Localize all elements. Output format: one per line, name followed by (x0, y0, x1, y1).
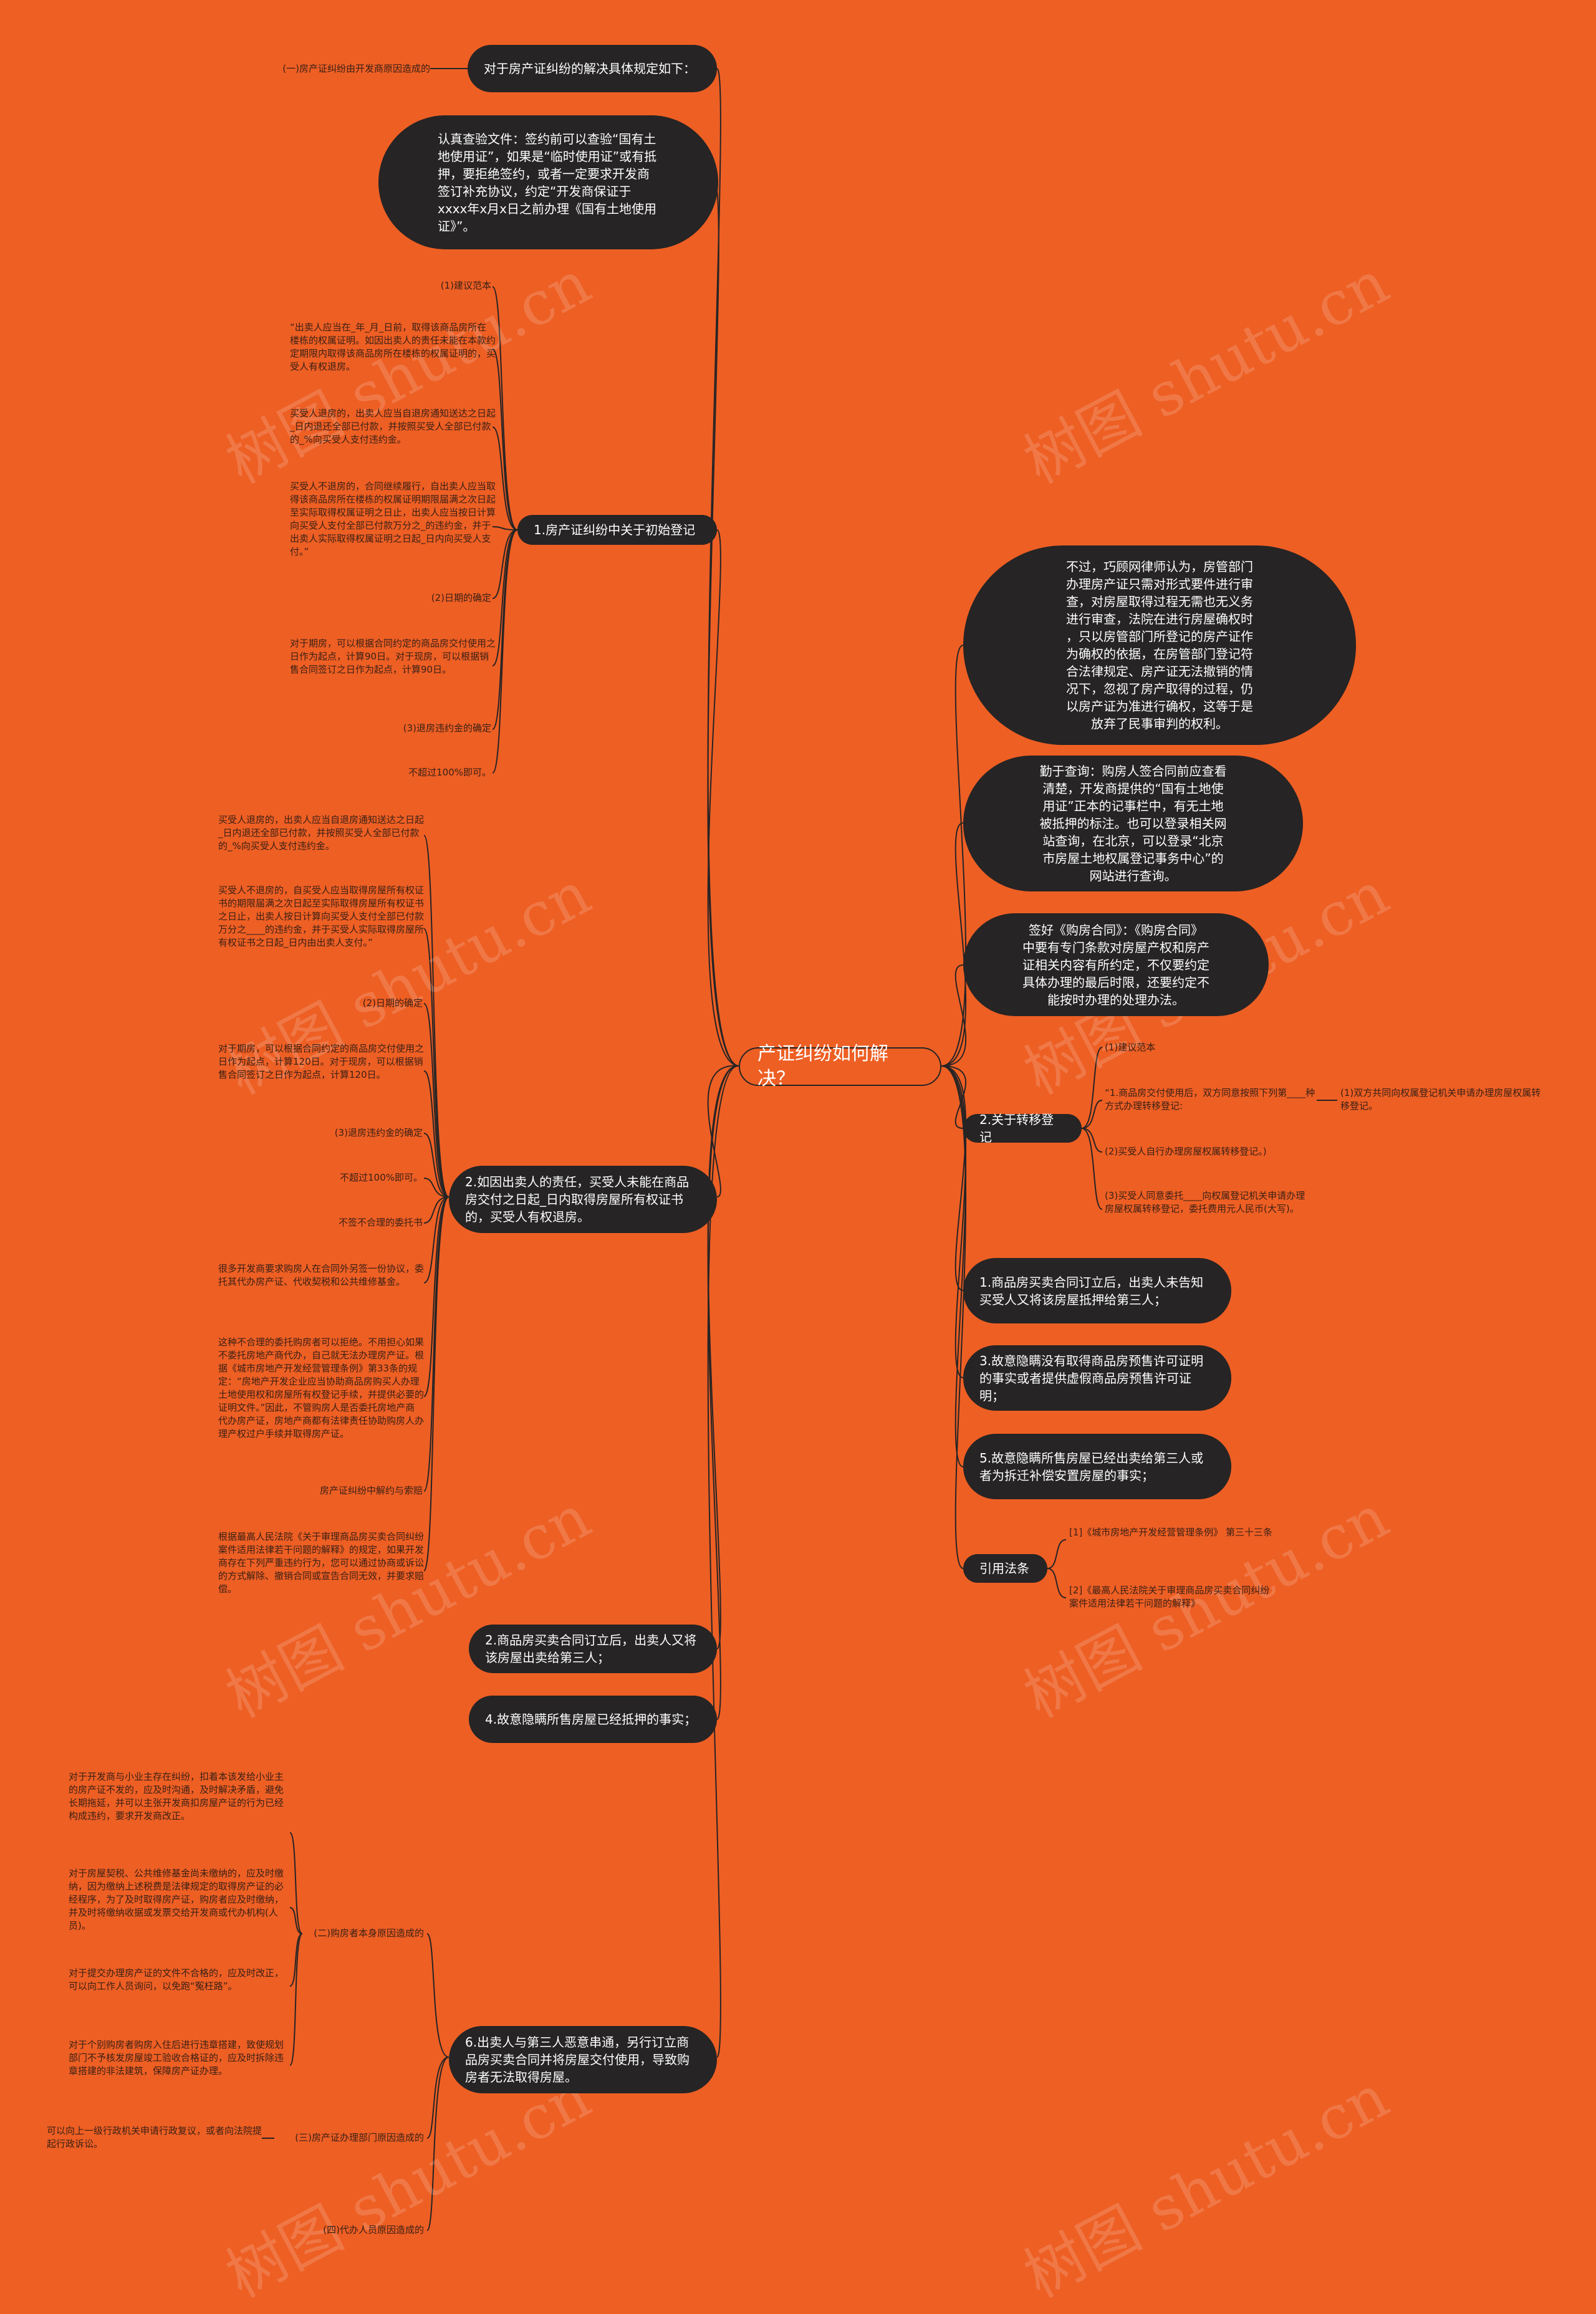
leaf-4-6: 不超过100%即可。 (340, 1172, 423, 1183)
inquiry-line-7: 网站进行查询。 (1089, 868, 1177, 883)
contract-line-4: 具体办理的最后时限，还要约定不 (1022, 974, 1209, 990)
inquiry-line-2: 清楚，开发商提供的“国有土地使 (1042, 781, 1224, 796)
leaf-4-2: 买受人不退房的，自买受人应当取得房屋所有权证书的期限届满之次日起至实际取得房屋所… (218, 885, 425, 948)
leaf-3-3: 买受人退房的，出卖人应当自退房通知送达之日起_日内退还全部已付款，并按照买受人全… (290, 408, 496, 445)
leaf-4-9: 这种不合理的委托购房者可以拒绝。不用担心如果不委托房地产商代办，自己就无法办理房… (218, 1337, 425, 1439)
branch-mortgaged-to-third-party[interactable]: 1.商品房买卖合同订立后，出卖人未告知买受人又将该房屋抵押给第三人； (963, 1258, 1231, 1323)
branch-regulations[interactable]: 对于房产证纠纷的解决具体规定如下： (468, 45, 717, 92)
leaf-7-4: 对于个别购房者购房入住后进行违章搭建，致使规划部门不予核发房屋竣工验收合格证的，… (69, 2039, 284, 2076)
branch-concealed-mortgage[interactable]: 4.故意隐瞒所售房屋已经抵押的事实； (469, 1696, 717, 1743)
leaf-r4-2: “1.商品房交付使用后，双方同意按照下列第____种方式办理转移登记: (1105, 1087, 1315, 1111)
branch-concealed-resale[interactable]: 5.故意隐瞒所售房屋已经出卖给第三人或者为拆迁补偿安置房屋的事实； (963, 1434, 1231, 1499)
branch-purchase-contract[interactable]: 签好《购房合同》：《购房合同》 中要有专门条款对房屋产权和房产 证相关内容有所约… (963, 913, 1269, 1016)
inquiry-line-6: 市房屋土地权属登记事务中心”的 (1042, 851, 1224, 866)
branch-sold-to-third-party[interactable]: 2.商品房买卖合同订立后，出卖人又将该房屋出卖给第三人； (469, 1625, 717, 1673)
lawyer-line-10: 放弃了民事审判的权利。 (1091, 716, 1228, 731)
branch-cited-laws[interactable]: 引用法条 (963, 1554, 1047, 1583)
leaf-law-2: [2]《最高人民法院关于审理商品房买卖合同纠纷案件适用法律若干问题的解释》 (1069, 1585, 1270, 1609)
leaf-3-2: “出卖人应当在_年_月_日前，取得该商品房所在楼栋的权属证明。如因出卖人的责任未… (290, 322, 496, 372)
root-topic[interactable]: 产证纠纷如何解决？ (739, 1043, 941, 1090)
leaf-developer-cause: (一)房产证纠纷由开发商原因造成的 (282, 63, 430, 74)
leaf-4-1: 买受人退房的，出卖人应当自退房通知送达之日起_日内退还全部已付款，并按照买受人全… (218, 814, 425, 852)
lawyer-line-5: ，只以房管部门所登记的房产证作 (1066, 629, 1253, 644)
leaf-r4-3: (1)双方共同向权属登记机关申请办理房屋权属转移登记。 (1340, 1087, 1541, 1111)
leaf-4-10: 房产证纠纷中解约与索赔 (319, 1485, 423, 1496)
leaf-7-2: 对于房屋契税、公共维修基金尚未缴纳的，应及时缴纳，因为缴纳上述税费是法律规定的取… (69, 1868, 284, 1931)
lawyer-line-1: 不过，巧顾网律师认为，房管部门 (1066, 559, 1253, 574)
contract-line-3: 证相关内容有所约定，不仅要约定 (1022, 957, 1209, 972)
mid-agent-cause: (四)代办人员原因造成的 (323, 2224, 424, 2235)
branch-check-documents[interactable]: 认真查验文件：签约前可以查验“国有土地使用证”，如果是“临时使用证”或有抵押，要… (378, 115, 718, 249)
leaf-r4-5: (3)买受人同意委托____向权属登记机关申请办理房屋权属转移登记，委托费用元人… (1105, 1190, 1305, 1214)
leaf-r4-1: (1)建议范本 (1105, 1042, 1156, 1053)
lawyer-line-4: 进行审查，法院在进行房屋确权时 (1066, 612, 1253, 627)
lawyer-line-7: 合法律规定、房产证无法撤销的情 (1066, 664, 1253, 679)
leaf-3-5: (2)日期的确定 (431, 592, 491, 603)
leaf-4-8: 很多开发商要求购房人在合同外另签一份协议，委托其代办房产证、代收契税和公共维修基… (218, 1263, 425, 1287)
mid-office-cause: (三)房产证办理部门原因造成的 (295, 2132, 424, 2143)
inquiry-line-4: 被抵押的标注。也可以登录相关网 (1039, 816, 1227, 831)
contract-line-1: 签好《购房合同》：《购房合同》 (1029, 922, 1203, 938)
inquiry-line-5: 站查询，在北京，可以登录“北京 (1042, 833, 1224, 848)
contract-line-5: 能按时办理的处理办法。 (1047, 992, 1185, 1007)
contract-line-2: 中要有专门条款对房屋产权和房产 (1022, 939, 1209, 955)
lawyer-line-2: 办理房产证只需对形式要件进行审 (1066, 577, 1253, 592)
leaf-4-7: 不签不合理的委托书 (338, 1217, 423, 1228)
mid-buyer-cause: (二)购房者本身原因造成的 (314, 1928, 424, 1939)
connector-lines (262, 68, 1337, 2231)
leaf-3-7: (3)退房违约金的确定 (403, 723, 491, 734)
inquiry-line-1: 勤于查询：购房人签合同前应查看 (1039, 764, 1227, 779)
leaf-7-3: 对于提交办理房产证的文件不合格的，应及时改正，可以向工作人员询问，以免跑“冤枉路… (69, 1967, 284, 1992)
branch-initial-registration[interactable]: 1.房产证纠纷中关于初始登记 (517, 515, 717, 545)
leaf-4-4: 对于期房，可以根据合同约定的商品房交付使用之日作为起点，计算120日。对于现房，… (218, 1043, 425, 1080)
leaf-3-1: (1)建议范本 (440, 280, 491, 291)
leaf-3-8: 不超过100%即可。 (408, 767, 491, 778)
inquiry-line-3: 用证”正本的记事栏中，有无土地 (1042, 799, 1224, 814)
lawyer-line-3: 查，对房屋取得过程无需也无义务 (1066, 594, 1253, 609)
leaf-4-3: (2)日期的确定 (362, 997, 423, 1009)
leaf-3-6: 对于期房，可以根据合同约定的商品房交付使用之日作为起点，计算90日。对于现房，可… (290, 638, 496, 675)
leaf-7-1: 对于开发商与小业主存在纠纷，扣着本该发给小业主的房产证不发的，应及时沟通，及时解… (69, 1771, 284, 1822)
branch-concealed-presale-permit[interactable]: 3.故意隐瞒没有取得商品房预售许可证明的事实或者提供虚假商品房预售许可证明； (963, 1345, 1231, 1411)
leaf-4-5: (3)退房违约金的确定 (334, 1127, 423, 1138)
leaf-3-4: 买受人不退房的，合同继续履行，自出卖人应当取得该商品房所在楼栋的权属证明期限届满… (290, 481, 496, 557)
leaf-law-1: [1]《城市房地产开发经营管理条例》 第三十三条 (1069, 1527, 1273, 1538)
leaf-7-5: 可以向上一级行政机关申请行政复议，或者向法院提起行政诉讼。 (47, 2125, 262, 2149)
lawyer-line-9: 以房产证为准进行确权，这等于是 (1066, 699, 1253, 714)
branch-lawyer-opinion[interactable]: 不过，巧顾网律师认为，房管部门 办理房产证只需对形式要件进行审 查，对房屋取得过… (963, 545, 1356, 745)
leaf-4-11: 根据最高人民法院《关于审理商品房买卖合同纠纷案件适用法律若干问题的解释》的规定，… (218, 1531, 425, 1595)
lawyer-line-6: 为确权的依据，在房管部门登记符 (1066, 646, 1253, 661)
branch-malicious-collusion[interactable]: 6.出卖人与第三人恶意串通，另行订立商品房买卖合同并将房屋交付使用，导致购房者无… (449, 2026, 717, 2093)
branch-ownership-certificate[interactable]: 2.如因出卖人的责任，买受人未能在商品房交付之日起_日内取得房屋所有权证书的，买… (449, 1166, 717, 1233)
lawyer-line-8: 况下，忽视了房产取得的过程，仍 (1066, 681, 1253, 696)
leaf-r4-4: (2)买受人自行办理房屋权属转移登记。) (1105, 1146, 1267, 1157)
branch-transfer-registration[interactable]: 2.关于转移登记 (963, 1112, 1082, 1145)
branch-diligent-inquiry[interactable]: 勤于查询：购房人签合同前应查看 清楚，开发商提供的“国有土地使 用证”正本的记事… (963, 756, 1303, 891)
